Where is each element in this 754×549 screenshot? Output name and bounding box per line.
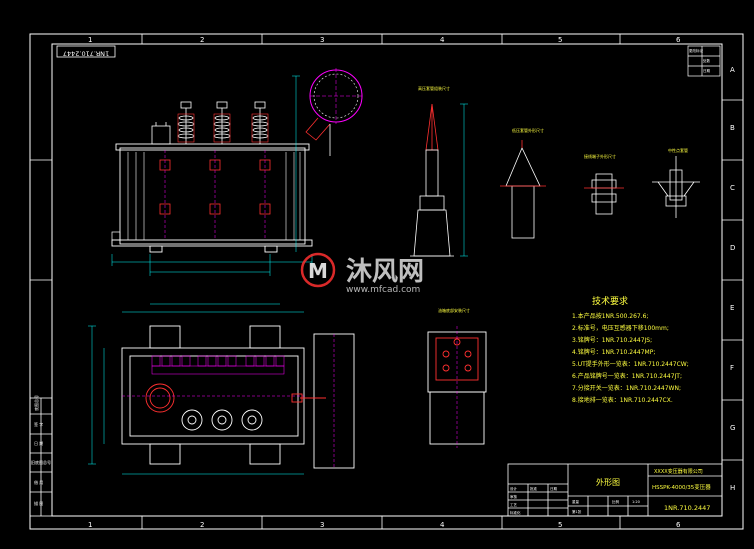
row-letter: D [730,244,735,252]
col-number: 2 [200,521,204,529]
title-field: 标准化 [510,510,521,515]
tech-item: 3.铭牌号：1NR.710.2447JS; [572,336,652,344]
conservator [305,68,363,156]
bushing [251,101,269,144]
tech-item: 4.铭牌号：1NR.710.2447MP; [572,348,655,356]
row-letter: E [730,304,734,312]
col-number: 5 [558,36,562,44]
terminal-clamp-detail [584,173,624,215]
tech-item: 7.分接开关一览表：1NR.710.2447WN; [572,384,681,392]
bushing [177,101,195,144]
view-label-terminal-clamp: 接线端子外形尺寸 [584,153,616,159]
base-mounting-detail [427,326,487,448]
company-name: XXXX变压器有限公司 [654,468,703,475]
tech-item: 6.产品铭牌号一览表：1NR.710.2447JT; [572,372,682,380]
title-field: 设计 [510,486,518,491]
revision-table [687,45,721,77]
plan-dimensions [88,303,304,475]
watermark-logo-glyph: M [308,259,328,283]
front-elevation [111,143,313,253]
watermark-url: www.mfcad.com [346,285,420,295]
drawing-number: 1NR.710.2447 [664,504,710,512]
title-field: 工艺 [510,502,518,507]
title-field: 日期 [550,486,558,491]
tech-item: 2.标准号，电压互感器下移100mm; [572,324,669,332]
scale-label: 比例 [612,499,620,504]
row-letter: G [730,424,735,432]
col-number: 4 [440,521,445,529]
rotated-drawing-number: 1NR.710.2447 [63,50,109,58]
lv-bushing-detail [500,140,546,239]
front-dimensions [111,75,313,276]
col-number: 3 [320,36,324,44]
bushing [213,101,231,144]
revision-field: 更改标记 [689,48,703,53]
view-label-base-plan: 油箱底部安装尺寸 [438,307,470,313]
row-letter: A [730,66,735,74]
hv-bushings [151,101,269,145]
view-label-lv-bushing: 低压套管外形尺寸 [512,127,544,133]
watermark: M 沐风网 www.mfcad.com [300,252,424,295]
tech-requirements-title: 技术要求 [592,295,628,307]
stamp-row: 描 图 [34,500,43,506]
zone-columns [141,34,621,529]
sheet-label: 第1张 [572,509,582,514]
mass-label: 重量 [572,499,580,504]
title-field: 审核 [510,494,518,499]
row-letter: F [730,364,734,372]
left-stamp-column [29,397,53,517]
tech-item: 5.UT提手外形一览表：1NR.710.2447CW; [572,360,689,368]
watermark-logo-icon: M [300,252,336,288]
row-letter: C [730,184,735,192]
col-number: 2 [200,36,204,44]
zone-rows [30,99,743,461]
view-label-neutral-bushing: 中性点套管 [668,147,688,153]
watermark-brand: 沐风网 [346,257,424,287]
revision-field: 处数 [703,58,711,63]
stamp-row: 旧底图总号 [31,459,51,465]
stamp-row: 借 用 [34,479,43,485]
tap-changer-row [151,355,285,375]
drawing-name: 外形图 [596,477,620,487]
stamp-row: 日 期 [34,440,43,446]
col-number: 6 [676,36,681,44]
revision-field: 日期 [703,68,711,73]
col-number: 4 [440,36,445,44]
row-letter: H [730,484,735,492]
hv-bushing-detail [410,103,454,257]
col-number: 1 [88,36,92,44]
neutral-bushing-detail [652,156,700,218]
col-number: 1 [88,521,92,529]
col-number: 3 [320,521,324,529]
col-number: 5 [558,521,562,529]
title-field: 批准 [530,486,538,491]
col-number: 6 [676,521,681,529]
top-plan-view [121,325,305,465]
view-label-bushing-assembly: 高压套管组装尺寸 [418,85,450,91]
side-view [291,333,355,469]
product-model: HSSPK-4000/35变压器 [652,483,711,491]
row-letter: B [730,124,735,132]
rotated-code-box: 1NR.710.2447 [56,45,116,58]
tech-requirements: 技术要求 1.本产品按1NR.500.267.6; 2.标准号，电压互感器下移1… [572,295,689,404]
stamp-row: 底图总号 [33,395,39,411]
scale-value: 1:20 [632,500,640,504]
title-block [507,463,723,517]
tech-item: 8.接地排一览表：1NR.710.2447CX. [572,396,673,404]
stamp-row: 签 字 [34,421,43,427]
tech-item: 1.本产品按1NR.500.267.6; [572,312,648,320]
